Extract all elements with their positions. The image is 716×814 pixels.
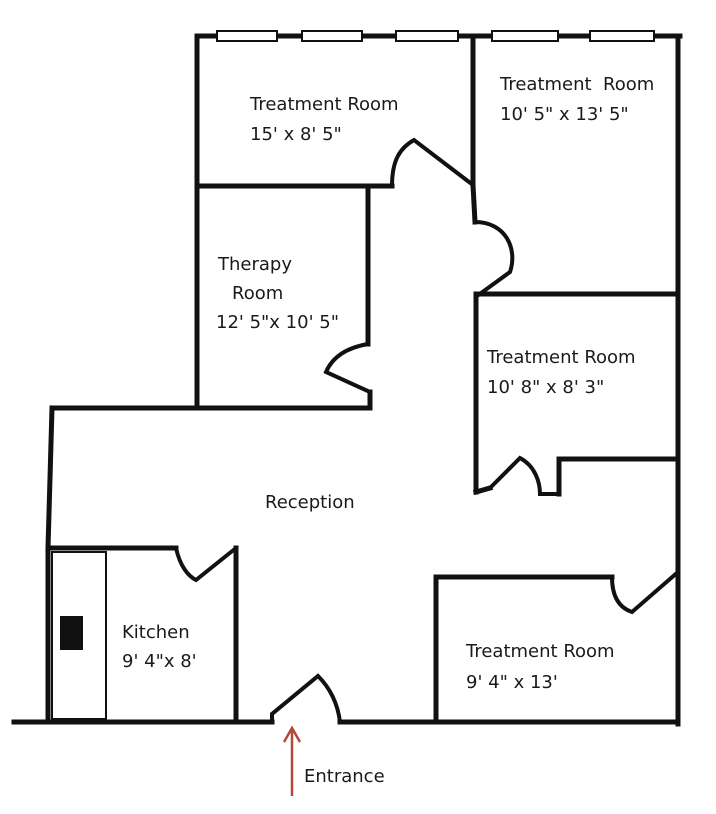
entrance-door [270,673,342,723]
door [174,546,238,583]
door [390,137,475,187]
window [395,30,459,42]
treatment-room-top-left-size: 15' x 8' 5" [250,124,342,145]
reception-label: Reception [265,492,355,513]
treatment-room-top-left-name: Treatment Room [249,94,399,115]
top-windows [216,30,655,42]
stove-icon [60,616,83,650]
treatment-room-top-right-name: Treatment Room [499,74,654,95]
therapy-room-name-line2: Room [232,283,283,304]
window [491,30,559,42]
entrance-label: Entrance [304,766,385,787]
door [610,570,680,615]
interior-walls [45,33,681,725]
window [301,30,363,42]
entrance-arrow [282,725,302,796]
window [589,30,655,42]
doors [174,137,680,723]
door [488,455,559,496]
kitchen-counter [51,551,107,720]
therapy-room-name-line1: Therapy [217,254,292,275]
treatment-room-bottom-right-name: Treatment Room [465,641,615,662]
window [216,30,278,42]
treatment-room-mid-right-size: 10' 8" x 8' 3" [487,377,604,398]
treatment-room-mid-right-name: Treatment Room [486,347,636,368]
kitchen-name: Kitchen [122,622,190,643]
door [474,220,515,298]
treatment-room-top-right-size: 10' 5" x 13' 5" [500,104,629,125]
treatment-room-bottom-right-size: 9' 4" x 13' [466,672,558,693]
therapy-room-size: 12' 5"x 10' 5" [216,312,339,333]
door [323,342,371,394]
kitchen-size: 9' 4"x 8' [122,651,197,672]
